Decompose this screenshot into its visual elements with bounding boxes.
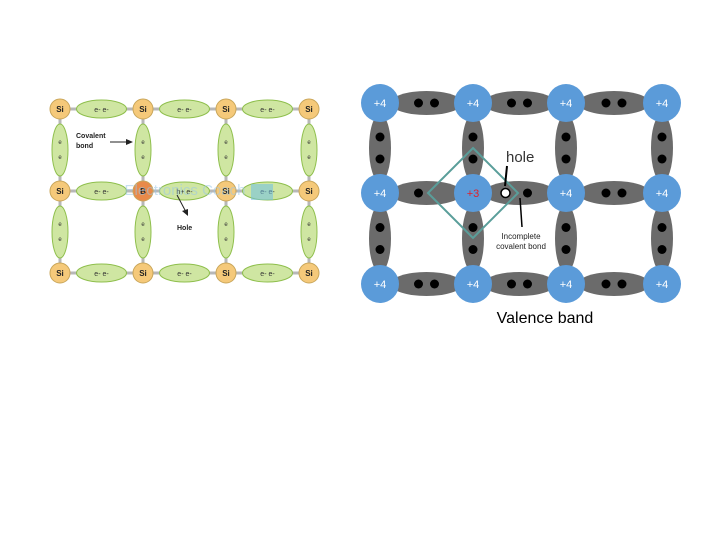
silicon-atom-label: Si <box>305 105 313 114</box>
silicon-atom-label: Si <box>56 105 64 114</box>
incomplete-bond-label: covalent bond <box>496 242 546 251</box>
electron-dot <box>618 99 627 108</box>
electron-dot <box>523 280 532 289</box>
electron-dot <box>658 245 667 254</box>
electron-dot <box>469 155 478 164</box>
covalent-bond <box>578 91 650 115</box>
electron-pair-label: e- e- <box>94 107 109 114</box>
silicon-boron-lattice-diagram: e- e-e- e-e- e-e- e-h+ e-e- e-e- e-e- e-… <box>40 84 330 294</box>
electron-pair-label: e- e- <box>177 271 192 278</box>
covalent-bond <box>135 124 151 176</box>
covalent-bond <box>218 124 234 176</box>
covalent-bond <box>578 272 650 296</box>
charge-lattice-diagram: +4 +4 +4 +4 +4 +3 +4 +4 +4 +4 +4 +4 holeIncompleteco… <box>355 80 695 305</box>
electron-dot <box>523 99 532 108</box>
incomplete-bond-label: Incomplete <box>501 232 541 241</box>
covalent-bond <box>301 124 317 176</box>
watermark-logo <box>251 184 273 200</box>
electron-dot <box>469 133 478 142</box>
atom-charge-label: +4 <box>467 279 480 291</box>
electron-dot <box>523 189 532 198</box>
atom-charge-label: +4 <box>656 188 669 200</box>
electron-pair-label: e- e- <box>94 189 109 196</box>
electron-dot <box>602 189 611 198</box>
electron-dot <box>414 280 423 289</box>
electron-dot <box>562 133 571 142</box>
atom-charge-label: +4 <box>560 188 573 200</box>
covalent-bond-label: bond <box>76 143 93 150</box>
acceptor-charge-label: +3 <box>467 188 480 200</box>
electron-dot <box>658 223 667 232</box>
electron-pair-label: e- e- <box>260 107 275 114</box>
electron-dot <box>414 189 423 198</box>
silicon-atom-label: Si <box>305 269 313 278</box>
atom-charge-label: +4 <box>374 279 387 291</box>
hole-arrowhead <box>182 209 188 216</box>
electron-dot <box>430 280 439 289</box>
covalent-bond-label: Covalent <box>76 133 106 140</box>
atom-charge-label: +4 <box>560 279 573 291</box>
covalent-bond <box>52 124 68 176</box>
electron-dot <box>602 280 611 289</box>
covalent-bond <box>484 272 556 296</box>
atom-charge-label: +4 <box>560 98 573 110</box>
silicon-atom-label: Si <box>56 269 64 278</box>
atom-charge-label: +4 <box>467 98 480 110</box>
electron-pair-label: e- e- <box>177 107 192 114</box>
covalent-bond <box>135 206 151 258</box>
electron-dot <box>507 99 516 108</box>
electron-pair-label: e- e- <box>260 271 275 278</box>
atom-charge-label: +4 <box>374 98 387 110</box>
silicon-atom-label: Si <box>305 187 313 196</box>
electron-dot <box>658 155 667 164</box>
covalent-bond <box>578 181 650 205</box>
hole-label: hole <box>506 149 534 166</box>
silicon-atom-label: Si <box>139 105 147 114</box>
hole-label: Hole <box>177 225 192 232</box>
covalent-bond <box>391 272 463 296</box>
silicon-atom-label: Si <box>222 105 230 114</box>
covalent-bond <box>651 205 673 273</box>
covalent-bond <box>391 181 463 205</box>
electron-dot <box>562 155 571 164</box>
atom-charge-label: +4 <box>656 98 669 110</box>
electron-dot <box>562 223 571 232</box>
atom-charge-label: +4 <box>374 188 387 200</box>
silicon-atom-label: Si <box>56 187 64 196</box>
electron-dot <box>562 245 571 254</box>
silicon-atom-label: Si <box>139 269 147 278</box>
electron-pair-label: e- e- <box>94 271 109 278</box>
hole-marker <box>501 189 510 198</box>
electron-dot <box>376 223 385 232</box>
electron-dot <box>507 280 516 289</box>
electron-dot <box>430 99 439 108</box>
electron-dot <box>376 245 385 254</box>
electron-dot <box>602 99 611 108</box>
covalent-bond <box>391 91 463 115</box>
covalent-bond <box>555 205 577 273</box>
electron-dot <box>376 155 385 164</box>
electron-dot <box>618 280 627 289</box>
electron-dot <box>658 133 667 142</box>
silicon-atom-label: Si <box>222 269 230 278</box>
covalent-bond <box>369 205 391 273</box>
covalent-bond <box>555 114 577 182</box>
electron-dot <box>469 245 478 254</box>
covalent-bond <box>369 114 391 182</box>
covalent-bond-arrowhead <box>126 139 133 145</box>
electron-dot <box>414 99 423 108</box>
electron-dot <box>469 223 478 232</box>
covalent-bond <box>52 206 68 258</box>
covalent-bond <box>484 91 556 115</box>
valence-band-caption: Valence band <box>445 310 645 328</box>
covalent-bond <box>301 206 317 258</box>
electron-dot <box>376 133 385 142</box>
covalent-bond <box>651 114 673 182</box>
watermark-text: Electronics Coach <box>125 182 246 199</box>
atom-charge-label: +4 <box>656 279 669 291</box>
electron-dot <box>618 189 627 198</box>
covalent-bond <box>218 206 234 258</box>
